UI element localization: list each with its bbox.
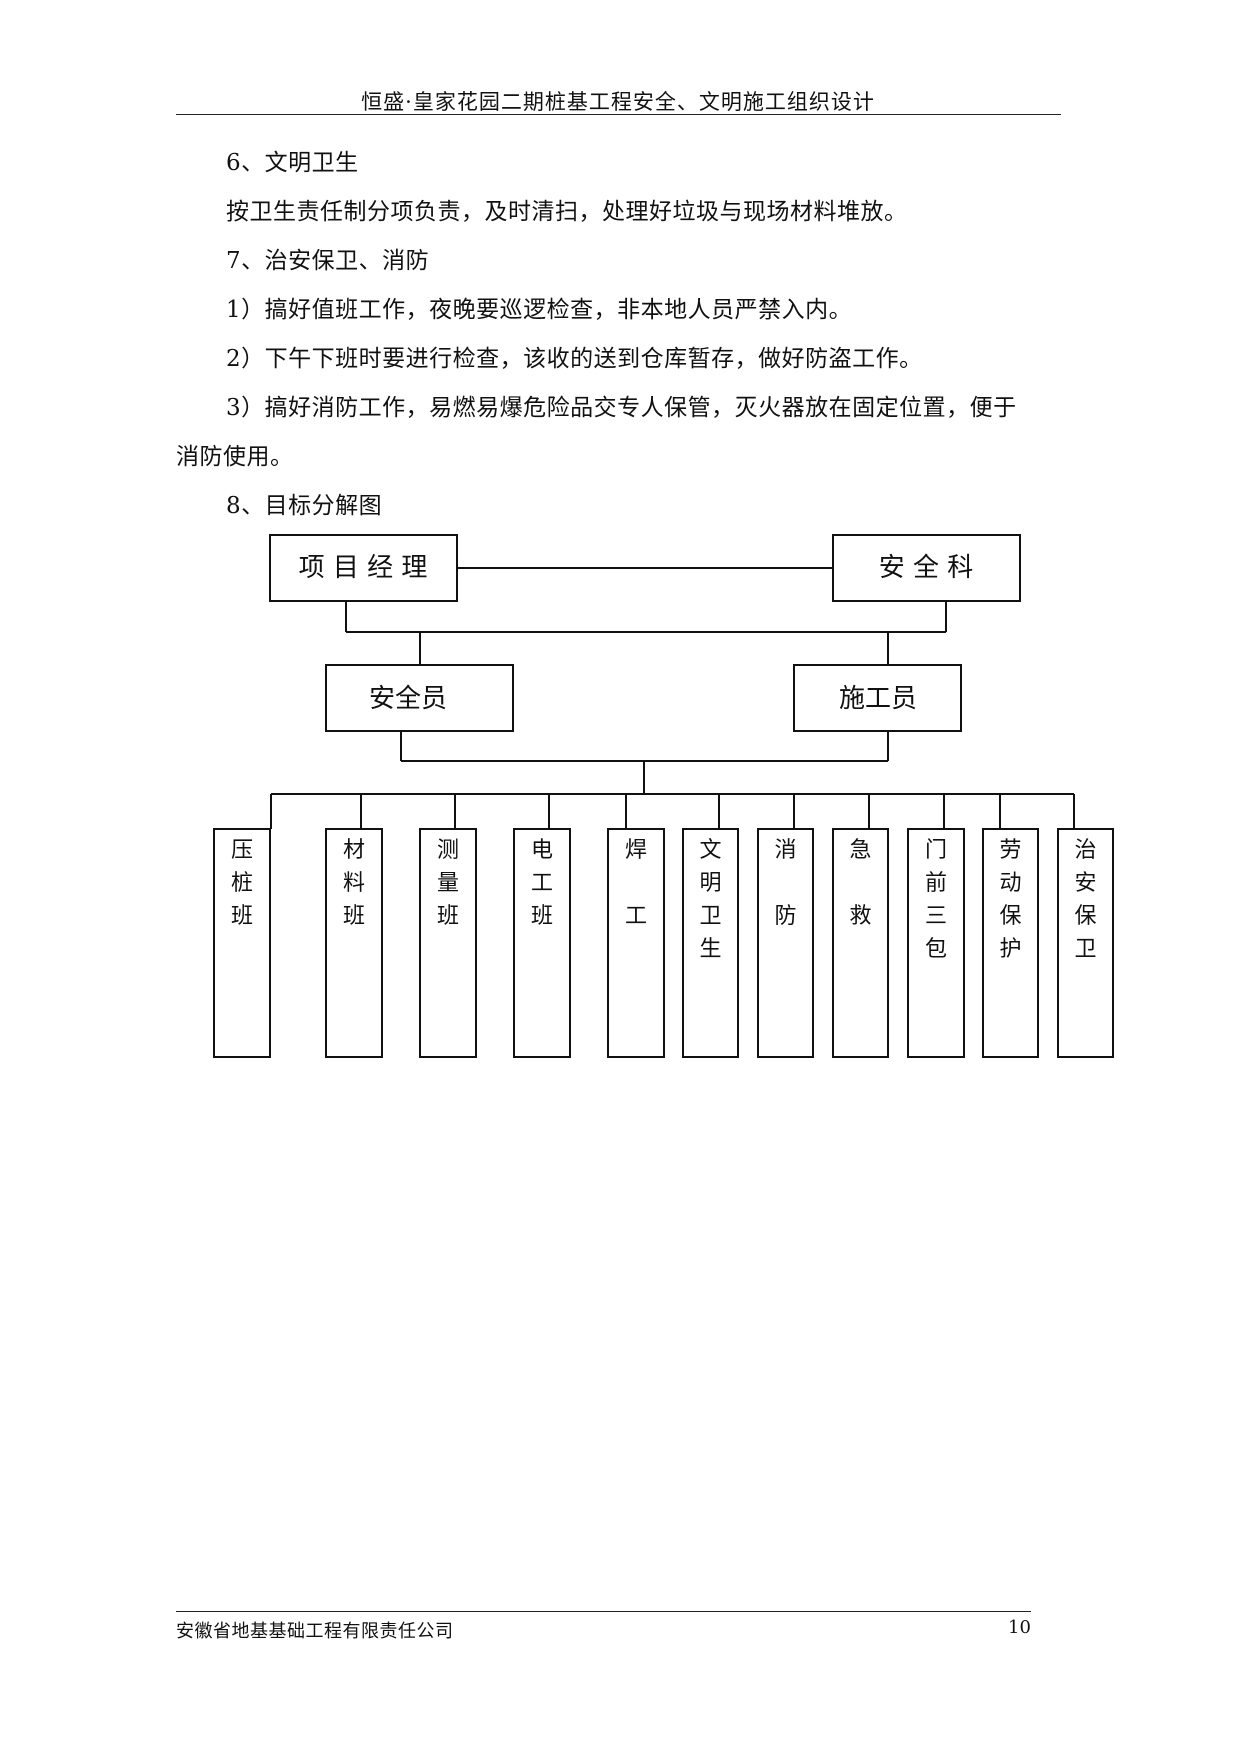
heading-security: 7、治安保卫、消防 (226, 248, 430, 274)
unit-label: 材料班 (343, 838, 365, 929)
unit-label: 电工班 (531, 838, 553, 929)
unit-label: 消防 (774, 838, 796, 929)
unit-box (213, 828, 271, 1058)
unit-label: 焊工 (625, 838, 647, 929)
paragraph-sanitation: 按卫生责任制分项负责，及时清扫，处理好垃圾与现场材料堆放。 (226, 199, 908, 225)
node-safety-dept: 安 全 科 (879, 553, 974, 583)
unit-label: 门前三包 (925, 838, 947, 962)
page-number: 10 (1008, 1617, 1031, 1638)
header-title: 恒盛·皇家花园二期桩基工程安全、文明施工组织设计 (361, 90, 875, 114)
security-item-3: 3）搞好消防工作，易燃易爆危险品交专人保管，灭火器放在固定位置，便于 (226, 395, 1017, 421)
unit-box (1057, 828, 1114, 1058)
footer-company: 安徽省地基基础工程有限责任公司 (176, 1621, 454, 1642)
unit-label: 压桩班 (231, 838, 253, 929)
unit-label: 急救 (849, 838, 871, 929)
unit-label: 测量班 (437, 838, 459, 929)
security-item-1: 1）搞好值班工作，夜晚要巡逻检查，非本地人员严禁入内。 (226, 297, 853, 323)
node-project-manager: 项 目 经 理 (299, 553, 428, 583)
unit-box (907, 828, 965, 1058)
unit-label: 劳动保护 (999, 838, 1021, 962)
unit-box (607, 828, 665, 1058)
unit-box (832, 828, 889, 1058)
footer-rule (176, 1611, 1031, 1612)
node-safety-officer: 安全员 (369, 684, 447, 714)
unit-label: 治安保卫 (1074, 838, 1096, 962)
unit-box (325, 828, 383, 1058)
heading-goal-chart: 8、目标分解图 (226, 493, 383, 519)
unit-label: 文明卫生 (699, 838, 721, 962)
header-rule (176, 114, 1061, 115)
unit-box (982, 828, 1039, 1058)
node-construction-officer: 施工员 (839, 684, 917, 714)
security-item-2: 2）下午下班时要进行检查，该收的送到仓库暂存，做好防盗工作。 (226, 346, 923, 372)
security-item-3-cont: 消防使用。 (176, 444, 294, 470)
heading-sanitation: 6、文明卫生 (226, 150, 359, 176)
unit-box (757, 828, 814, 1058)
unit-box (682, 828, 739, 1058)
unit-box (513, 828, 571, 1058)
unit-box (419, 828, 477, 1058)
